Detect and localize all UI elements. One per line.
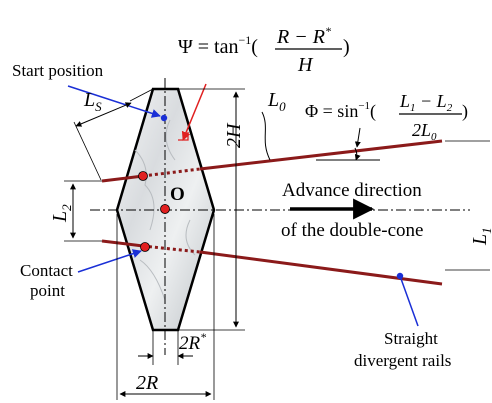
contact-point-line2: point — [30, 281, 65, 300]
psi-pointer — [181, 83, 207, 141]
l2-label: L2 — [49, 204, 74, 223]
rails-pointer — [399, 275, 419, 327]
psi-close-paren: ) — [343, 36, 350, 58]
two-r-label: 2R — [136, 372, 158, 394]
phi-numerator: L1 − L2 — [399, 91, 453, 114]
psi-denominator: H — [297, 54, 314, 76]
start-position-label: Start position — [12, 61, 104, 80]
advance-direction-line1: Advance direction — [282, 180, 422, 201]
upper-rail-right — [199, 139, 443, 171]
two-h-label: 2H — [223, 122, 245, 148]
center-point-o — [160, 204, 170, 214]
start-position-point — [160, 114, 168, 122]
upper-contact-point — [138, 171, 148, 181]
contact-point-pointer — [77, 249, 142, 273]
rails-label-line1: Straight — [384, 329, 438, 348]
l1-label: L1 — [469, 227, 492, 246]
l0-leader — [261, 111, 271, 161]
two-r-star-label: 2R* — [179, 330, 206, 354]
phi-close-paren: ) — [462, 101, 468, 122]
psi-formula: Ψ = tan−1( — [178, 33, 258, 58]
ls-extension-top — [129, 88, 154, 102]
phi-formula: Φ = sin−1( — [305, 100, 376, 122]
marble-veins — [134, 119, 196, 301]
center-o-label: O — [170, 184, 185, 205]
l0-label: L0 — [267, 89, 286, 114]
psi-angle-arc — [178, 132, 189, 141]
psi-numerator: R − R* — [276, 24, 331, 48]
phi-leader — [354, 127, 361, 148]
phi-angle-arc — [354, 147, 361, 161]
contact-point-line1: Contact — [20, 261, 73, 280]
lower-rail-left — [101, 239, 144, 248]
phi-denominator: 2L0 — [412, 120, 437, 143]
advance-direction-line2: of the double-cone — [281, 220, 423, 241]
upper-rail-left — [101, 174, 144, 183]
rails-label-line2: divergent rails — [354, 351, 451, 370]
start-position-pointer — [67, 85, 161, 118]
ls-label: LS — [83, 89, 102, 114]
ls-dimension — [75, 102, 132, 127]
ls-extension-bottom — [73, 121, 102, 181]
lower-contact-point — [140, 242, 150, 252]
